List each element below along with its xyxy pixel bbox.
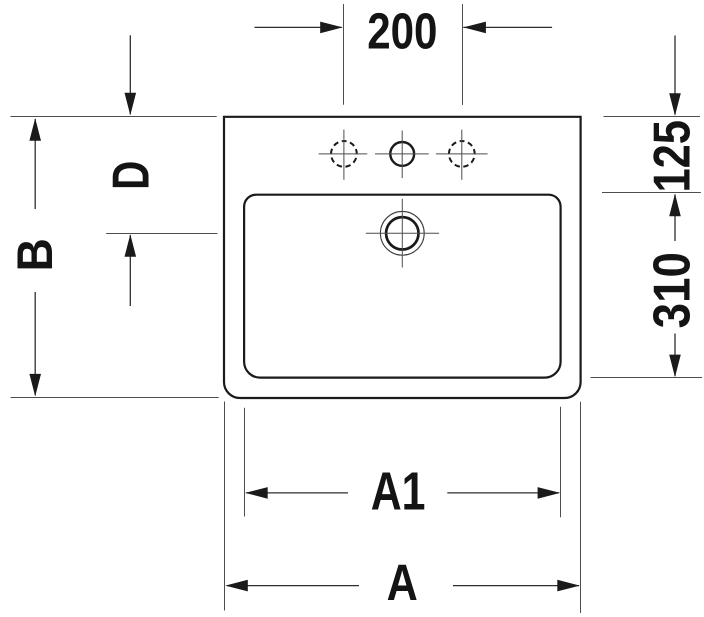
svg-text:200: 200: [367, 3, 437, 60]
svg-text:D: D: [102, 161, 160, 190]
svg-text:A1: A1: [371, 462, 426, 522]
svg-text:A: A: [387, 554, 418, 611]
svg-text:310: 310: [644, 252, 701, 328]
svg-text:B: B: [7, 238, 63, 271]
svg-text:125: 125: [644, 120, 701, 192]
